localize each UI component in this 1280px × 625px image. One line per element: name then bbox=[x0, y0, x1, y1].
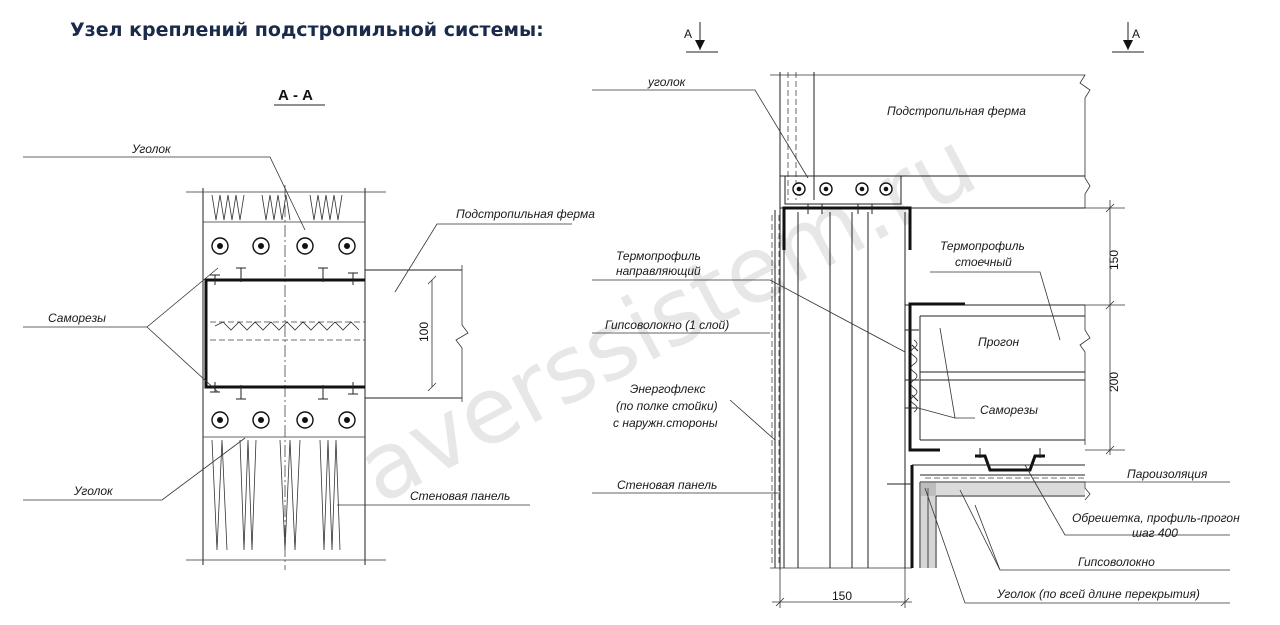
label-thermo-guide-2: направляющий bbox=[616, 264, 701, 278]
label-truss-main: Подстропильная ферма bbox=[887, 104, 1026, 118]
label-gypsum: Гипсоволокно bbox=[1078, 555, 1155, 569]
page-title: Узел креплений подстропильной системы: bbox=[70, 19, 544, 41]
label-vapor: Пароизоляция bbox=[1127, 467, 1208, 481]
main-angle-plate bbox=[782, 175, 912, 250]
label-truss: Подстропильная ферма bbox=[456, 207, 595, 221]
label-energoflex-2: (по полке стойки) bbox=[616, 399, 718, 413]
label-angle-full: Уголок (по всей длине перекрытия) bbox=[996, 587, 1200, 601]
dim-100-text: 100 bbox=[417, 322, 431, 342]
dim-150-bottom: 150 bbox=[832, 589, 852, 603]
label-thermo-guide-1: Термопрофиль bbox=[616, 249, 701, 263]
angle-top-bolts bbox=[211, 237, 356, 255]
label-thermo-rack-2: стоечный bbox=[955, 255, 1012, 269]
label-energoflex-1: Энергофлекс bbox=[630, 382, 705, 396]
cut-letter-right: А bbox=[1132, 27, 1140, 41]
main-posts bbox=[770, 72, 1091, 570]
dim-100: 100 bbox=[417, 275, 437, 392]
label-wall-panel: Стеновая панель bbox=[410, 489, 510, 503]
screws-bottom bbox=[210, 382, 358, 400]
dims-bottom: 150 bbox=[772, 568, 912, 608]
wall-column bbox=[186, 185, 386, 570]
cut-marker-left: А bbox=[684, 22, 718, 53]
label-energoflex-3: с наружн.стороны bbox=[613, 416, 718, 430]
section-a-a: А - А bbox=[23, 87, 595, 570]
label-screws: Саморезы bbox=[48, 311, 106, 325]
label-screws-main: Саморезы bbox=[980, 403, 1038, 417]
screws-top bbox=[210, 267, 358, 285]
main-leaders: уголок Подстропильная ферма Термопрофиль… bbox=[592, 75, 1240, 604]
ceiling-assembly bbox=[887, 448, 1091, 568]
truss-profile bbox=[204, 265, 469, 402]
label-purlin: Прогон bbox=[978, 335, 1020, 349]
label-angle-top: Уголок bbox=[131, 142, 172, 156]
dim-150-top: 150 bbox=[1107, 250, 1121, 270]
label-wall-panel-main: Стеновая панель bbox=[617, 478, 717, 492]
cut-letter-left: А bbox=[684, 27, 692, 41]
label-gypsum-1: Гипсоволокно (1 слой) bbox=[605, 318, 729, 332]
section-leaders: Уголок Подстропильная ферма Саморезы Уго… bbox=[23, 142, 595, 506]
section-label: А - А bbox=[278, 87, 313, 104]
label-angle-bottom: Уголок bbox=[73, 484, 114, 498]
dims-right: 150 200 bbox=[1085, 200, 1125, 455]
label-lathing-2: шаг 400 bbox=[1132, 526, 1178, 540]
angle-bottom-bolts bbox=[211, 411, 356, 429]
label-lathing-1: Обрешетка, профиль-прогон bbox=[1072, 511, 1240, 525]
cut-marker-right: А bbox=[1112, 22, 1144, 53]
purlin bbox=[905, 302, 1091, 452]
dim-200: 200 bbox=[1107, 372, 1121, 392]
label-angle: уголок bbox=[647, 75, 687, 89]
label-thermo-rack-1: Термопрофиль bbox=[940, 239, 1025, 253]
main-detail: А А bbox=[592, 22, 1240, 608]
